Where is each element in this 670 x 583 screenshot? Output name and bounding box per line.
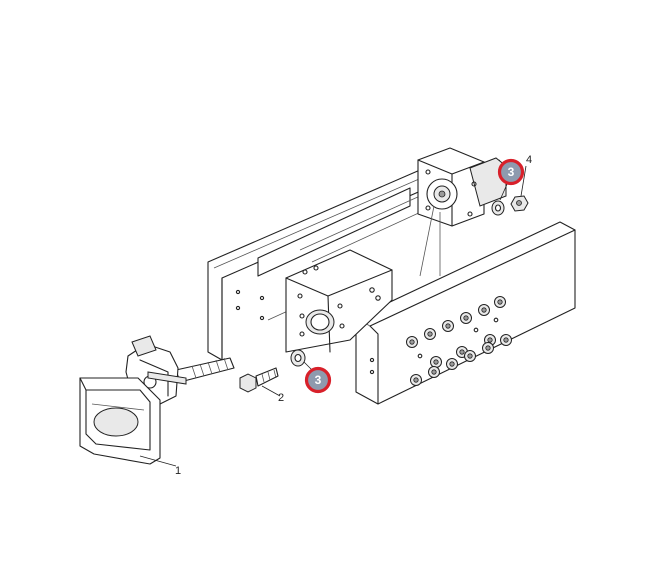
hex-bolt: [424, 328, 436, 340]
hitch-coupling: [79, 335, 235, 465]
hex-bolt: [428, 366, 440, 378]
hotspot-ring[interactable]: [304, 366, 332, 394]
hex-bolt: [460, 312, 472, 324]
hex-bolt: [482, 342, 494, 354]
hex-bolt: [478, 304, 490, 316]
lower-washer: [290, 349, 306, 367]
hex-bolt: [446, 358, 458, 370]
upper-nut: [510, 195, 529, 212]
flange-assembly: [417, 147, 507, 277]
hotspot-number: 3: [508, 165, 515, 179]
hex-bolt: [430, 356, 442, 368]
mounting-bracket: [285, 249, 393, 353]
hex-bolt-2: [239, 367, 279, 393]
upper-washer: [491, 200, 505, 216]
hex-bolt: [410, 374, 422, 386]
callout-4: 4: [526, 154, 532, 166]
hotspot-3-lower[interactable]: 3: [304, 366, 332, 394]
hex-bolt: [442, 320, 454, 332]
rail-fastener-holes: [235, 289, 375, 375]
hotspot-ring[interactable]: [497, 158, 525, 186]
hotspot-3-upper[interactable]: 3: [497, 158, 525, 186]
hex-bolt: [500, 334, 512, 346]
rail-bolt-grid: [406, 296, 512, 386]
callout-1: 1: [175, 465, 181, 477]
hex-bolt: [494, 296, 506, 308]
hex-bolt: [406, 336, 418, 348]
callout-2: 2: [278, 392, 284, 404]
hotspot-number: 3: [315, 373, 322, 387]
hex-bolt: [464, 350, 476, 362]
